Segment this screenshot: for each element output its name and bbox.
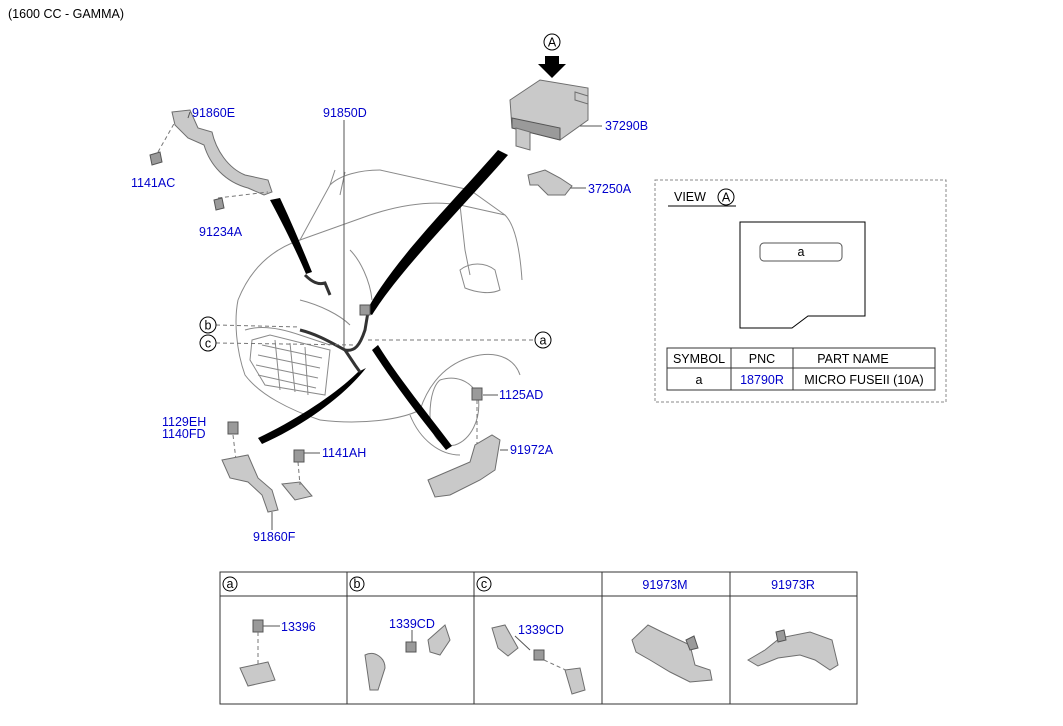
callout-a: a (534, 331, 552, 349)
view-a-panel: VIEW A a SYMBOL PNC PART NAME a 18790R M… (654, 179, 947, 403)
label-37250A[interactable]: 37250A (588, 182, 632, 196)
detail-part-b[interactable]: 1339CD (389, 617, 435, 631)
leader-strokes (258, 150, 508, 450)
label-1141AC[interactable]: 1141AC (131, 176, 175, 190)
table-cell-symbol: a (696, 373, 703, 387)
callout-c: c (199, 334, 217, 352)
engine-note: (1600 CC - GAMMA) (8, 7, 124, 21)
callout-lines (215, 324, 535, 346)
label-1140FD[interactable]: 1140FD (162, 427, 206, 441)
table-cell-pnc[interactable]: 18790R (740, 373, 784, 387)
detail-part-a[interactable]: 13396 (281, 620, 316, 634)
fuse-label: a (798, 245, 805, 259)
label-91850D[interactable]: 91850D (323, 106, 367, 120)
bracket-91972A (427, 387, 508, 498)
svg-text:c: c (205, 337, 211, 351)
detail-header-a: a (227, 577, 234, 591)
view-marker-label: A (548, 36, 557, 50)
detail-header-91973M[interactable]: 91973M (642, 578, 687, 592)
view-arrow-A: A (538, 33, 566, 78)
svg-text:a: a (540, 334, 547, 348)
label-37290B[interactable]: 37290B (605, 119, 648, 133)
detail-header-91973R[interactable]: 91973R (771, 578, 815, 592)
table-cell-part-name: MICRO FUSEII (10A) (804, 373, 923, 387)
table-header-symbol: SYMBOL (673, 352, 725, 366)
label-91860F[interactable]: 91860F (253, 530, 296, 544)
svg-text:b: b (205, 319, 212, 333)
detail-header-b: b (354, 577, 361, 591)
callout-b: b (199, 316, 217, 334)
label-1129EH[interactable]: 1129EH (162, 415, 206, 429)
view-marker: A (722, 191, 731, 205)
detail-table: a b c 91973M 91973R 13396 1339CD 1339CD (219, 571, 858, 705)
label-91972A[interactable]: 91972A (510, 443, 554, 457)
label-1125AD[interactable]: 1125AD (499, 388, 543, 402)
junction-box-37290B (509, 79, 602, 151)
battery-cable-91860E (149, 109, 273, 211)
table-header-part-name: PART NAME (817, 352, 889, 366)
bracket-37250A (527, 169, 586, 196)
detail-header-c: c (481, 577, 487, 591)
detail-part-c[interactable]: 1339CD (518, 623, 564, 637)
view-title: VIEW (674, 190, 706, 204)
harness-91850D (299, 120, 371, 373)
label-1141AH[interactable]: 1141AH (322, 446, 366, 460)
label-91234A[interactable]: 91234A (199, 225, 243, 239)
label-91860E[interactable]: 91860E (192, 106, 235, 120)
ground-cable-91860F (221, 421, 320, 530)
table-header-pnc: PNC (749, 352, 775, 366)
